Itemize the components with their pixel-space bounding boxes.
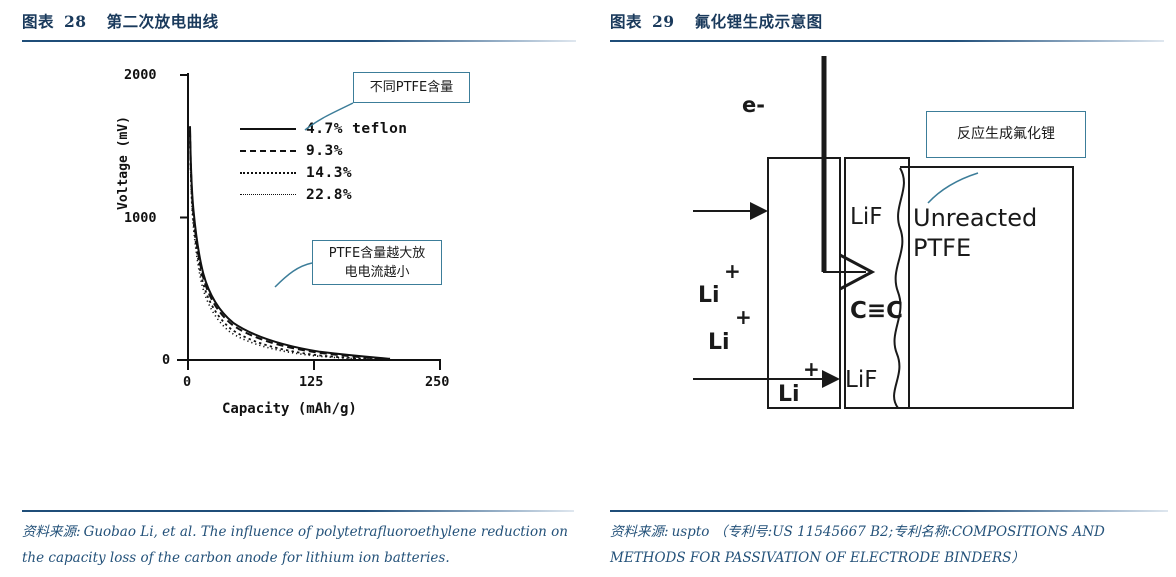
panel-29-header-text: 图表 29 氟化锂生成示意图 — [610, 10, 823, 32]
figure-label: 图表 — [610, 12, 643, 31]
label-li-ion-1: Li — [698, 283, 720, 308]
callout-lif-formation: 反应生成氟化锂 — [926, 111, 1086, 158]
label-lif-bottom: LiF — [845, 367, 877, 393]
label-li-plus-1: + — [724, 259, 741, 283]
label-c-triple-c: C≡C — [850, 298, 903, 324]
source-lead: 资料来源: — [22, 524, 81, 540]
label-li-plus-3: + — [803, 357, 820, 381]
legend-swatch-fine-dotted-icon — [240, 189, 296, 201]
y-tick-2000: 2000 — [124, 67, 157, 83]
legend-swatch-dashed-icon — [240, 145, 296, 157]
legend-swatch-dotted-icon — [240, 167, 296, 179]
panel-28-header-text: 图表 28 第二次放电曲线 — [22, 10, 219, 32]
header-divider — [22, 40, 576, 42]
legend-item: 9.3% — [240, 140, 408, 162]
panel-29-header: 图表 29 氟化锂生成示意图 — [610, 10, 1164, 52]
figure-number: 28 — [64, 12, 87, 31]
callout-ptfe-content: 不同PTFE含量 — [353, 72, 470, 103]
panel-29-footer: 资料来源:uspto （专利号:US 11545667 B2;专利名称:COMP… — [610, 510, 1168, 571]
figure-28-body: 2000 1000 0 0 125 250 Voltage (mV) Capac… — [0, 56, 588, 459]
panel-28-header: 图表 28 第二次放电曲线 — [22, 10, 576, 52]
label-lif-top: LiF — [850, 204, 882, 230]
chart-legend: 4.7% teflon 9.3% 14.3% 22.8% — [240, 118, 408, 206]
x-tick-0: 0 — [183, 374, 192, 390]
label-li-ion-3: Li — [778, 382, 800, 407]
lif-layer-rect — [844, 157, 910, 409]
legend-item: 22.8% — [240, 184, 408, 206]
lif-formation-diagram: e- Li + Li + Li + LiF C≡C LiF Unreacted … — [648, 56, 1158, 456]
source-text: Guobao Li, et al. The influence of polyt… — [22, 524, 568, 566]
legend-label: 4.7% teflon — [306, 121, 408, 137]
x-axis-title: Capacity (mAh/g) — [222, 401, 357, 417]
electrode-rect — [767, 157, 841, 409]
legend-label: 22.8% — [306, 187, 353, 203]
footer-divider — [610, 510, 1168, 512]
label-li-plus-2: + — [735, 305, 752, 329]
callout-ptfe-current: PTFE含量越大放 电电流越小 — [312, 240, 442, 285]
label-li-ion-2: Li — [708, 330, 730, 355]
figure-title: 第二次放电曲线 — [106, 12, 219, 31]
y-tick-0: 0 — [162, 352, 171, 368]
legend-item: 14.3% — [240, 162, 408, 184]
y-axis-title: Voltage (mV) — [116, 116, 131, 210]
label-unreacted: Unreacted — [913, 204, 1037, 232]
panel-28-footer: 资料来源:Guobao Li, et al. The influence of … — [22, 510, 574, 571]
source-citation-29: 资料来源:uspto （专利号:US 11545667 B2;专利名称:COMP… — [610, 519, 1168, 571]
source-lead: 资料来源: — [610, 524, 669, 540]
x-tick-250: 250 — [425, 374, 450, 390]
y-tick-1000: 1000 — [124, 210, 157, 226]
footer-divider — [22, 510, 574, 512]
figure-29-body: e- Li + Li + Li + LiF C≡C LiF Unreacted … — [588, 56, 1176, 459]
source-citation-28: 资料来源:Guobao Li, et al. The influence of … — [22, 519, 574, 571]
chart-svg — [177, 73, 441, 370]
legend-swatch-solid-icon — [240, 123, 296, 135]
reaction-front-wave — [893, 167, 905, 409]
label-ptfe: PTFE — [913, 234, 971, 262]
discharge-curve-chart: 2000 1000 0 0 125 250 Voltage (mV) Capac… — [110, 60, 470, 430]
callout-leader-line — [927, 172, 979, 204]
figure-title: 氟化锂生成示意图 — [694, 12, 823, 31]
label-electron: e- — [742, 93, 765, 117]
figure-label: 图表 — [22, 12, 55, 31]
header-divider — [610, 40, 1164, 42]
figure-number: 29 — [652, 12, 675, 31]
reaction-arrow-head — [839, 253, 876, 291]
legend-label: 14.3% — [306, 165, 353, 181]
panel-figure-29: 图表 29 氟化锂生成示意图 — [588, 0, 1176, 577]
panel-figure-28: 图表 28 第二次放电曲线 — [0, 10, 588, 571]
legend-label: 9.3% — [306, 143, 343, 159]
diagram-svg: e- Li + Li + Li + LiF C≡C LiF Unreacted … — [693, 56, 1074, 409]
unreacted-ptfe-rect — [898, 166, 1074, 409]
x-tick-125: 125 — [299, 374, 324, 390]
legend-item: 4.7% teflon — [240, 118, 408, 140]
source-text: uspto （专利号:US 11545667 B2;专利名称:COMPOSITI… — [610, 524, 1105, 566]
